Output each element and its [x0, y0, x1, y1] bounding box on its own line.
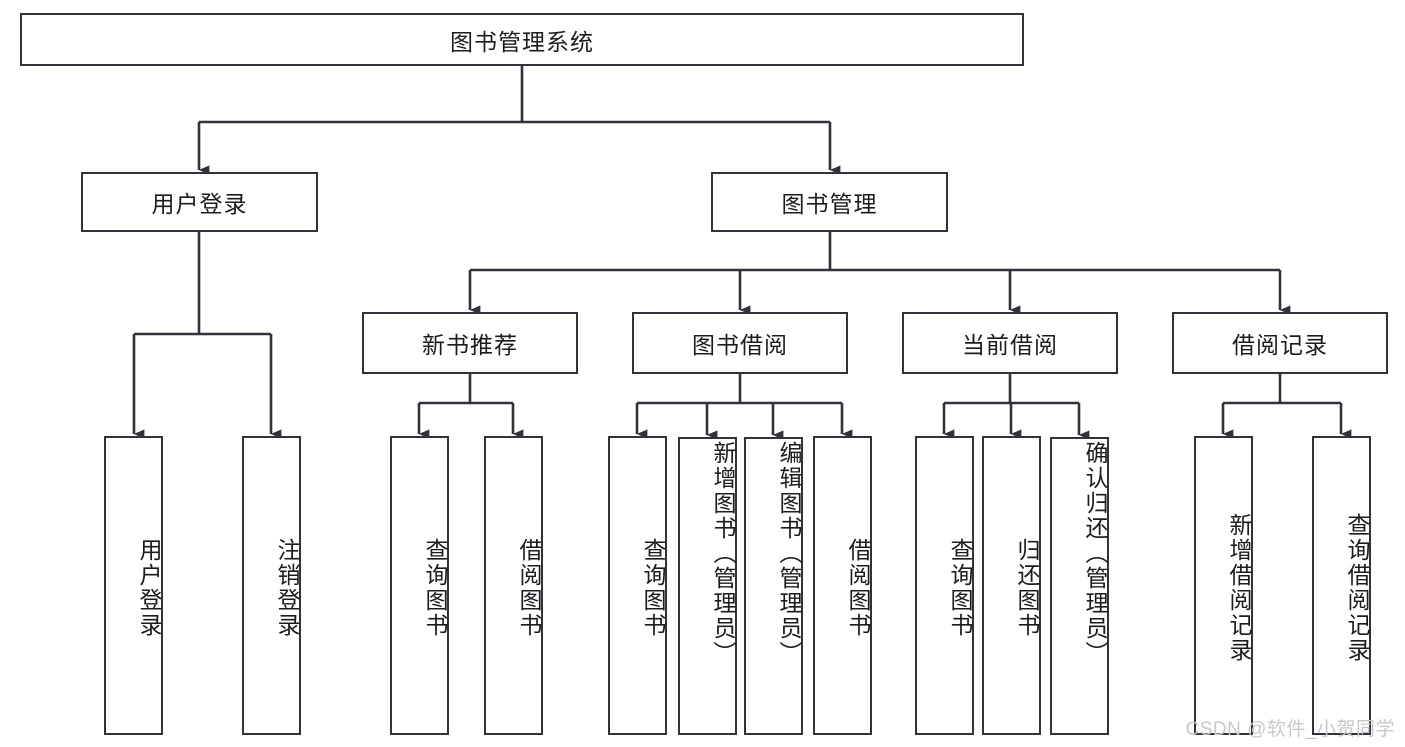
- leaf-label: 借阅图书: [516, 537, 542, 638]
- leaf-recommend-borrow-book[interactable]: 借阅图书: [484, 436, 543, 735]
- node-root-system[interactable]: 图书管理系统: [20, 13, 1024, 66]
- node-new-book-recommend[interactable]: 新书推荐: [362, 312, 578, 374]
- leaf-label: 确认归还（管理员）: [1082, 441, 1108, 666]
- node-book-management[interactable]: 图书管理: [711, 172, 948, 232]
- leaf-recommend-query-book[interactable]: 查询图书: [390, 436, 449, 735]
- node-book-borrow[interactable]: 图书借阅: [632, 312, 848, 374]
- leaf-label: 查询图书: [640, 537, 666, 638]
- leaf-record-add-record[interactable]: 新增借阅记录: [1194, 436, 1253, 735]
- node-user-login[interactable]: 用户登录: [81, 172, 318, 232]
- leaf-user-login-login[interactable]: 用户登录: [104, 436, 163, 735]
- leaf-label: 新增借阅记录: [1226, 512, 1252, 663]
- leaf-label: 新增图书（管理员）: [710, 441, 736, 666]
- leaf-label: 编辑图书（管理员）: [776, 441, 802, 666]
- leaf-current-return-book[interactable]: 归还图书: [982, 436, 1041, 735]
- leaf-label: 用户登录: [136, 537, 162, 638]
- csdn-watermark: CSDN @软件_小贺同学: [1185, 719, 1395, 740]
- leaf-borrow-borrow-book[interactable]: 借阅图书: [813, 436, 872, 735]
- node-current-borrow[interactable]: 当前借阅: [902, 312, 1118, 374]
- leaf-current-confirm-return-admin[interactable]: 确认归还（管理员）: [1050, 437, 1109, 735]
- leaf-record-query-record[interactable]: 查询借阅记录: [1312, 436, 1371, 735]
- node-borrow-record[interactable]: 借阅记录: [1172, 312, 1388, 374]
- leaf-label: 注销登录: [274, 537, 300, 638]
- leaf-borrow-query-book[interactable]: 查询图书: [608, 436, 667, 735]
- leaf-label: 查询图书: [947, 537, 973, 638]
- leaf-borrow-add-book-admin[interactable]: 新增图书（管理员）: [678, 437, 737, 735]
- leaf-label: 借阅图书: [845, 537, 871, 638]
- leaf-borrow-edit-book-admin[interactable]: 编辑图书（管理员）: [744, 437, 803, 735]
- leaf-label: 归还图书: [1014, 537, 1040, 638]
- leaf-user-login-logout[interactable]: 注销登录: [242, 436, 301, 735]
- leaf-current-query-book[interactable]: 查询图书: [915, 436, 974, 735]
- leaf-label: 查询图书: [422, 537, 448, 638]
- leaf-label: 查询借阅记录: [1344, 512, 1370, 663]
